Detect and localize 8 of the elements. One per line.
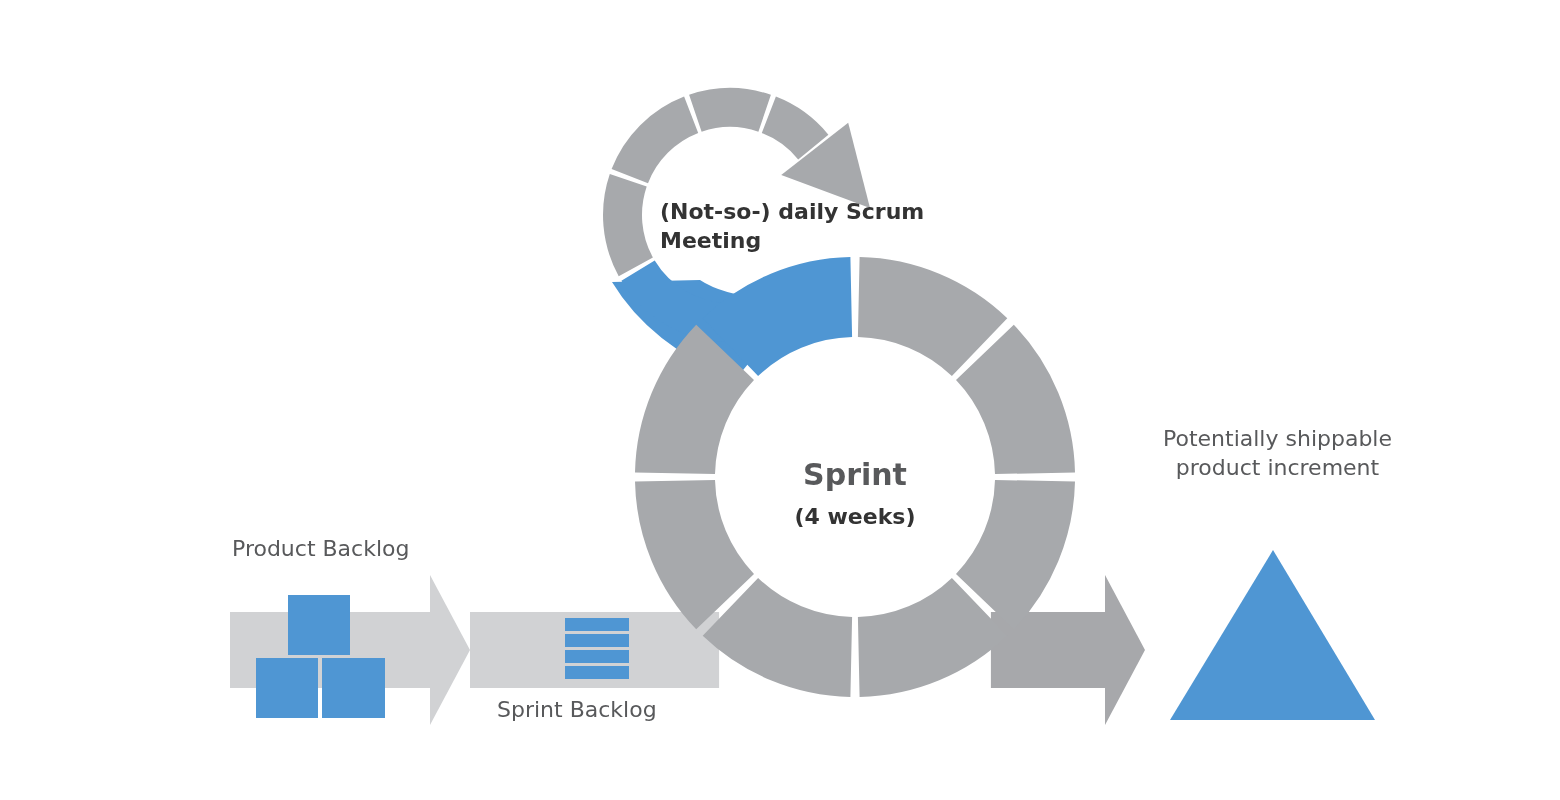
node-label: (Not-so-) daily Scrum Meeting	[660, 198, 926, 255]
node-label: Sprint Backlog	[497, 696, 657, 724]
arrow	[420, 575, 470, 725]
sprint-title: Sprint	[802, 456, 908, 494]
node-label: Potentially shippable product increment	[1161, 425, 1393, 482]
arrow	[990, 575, 1145, 725]
sprint-duration: (4 weeks)	[793, 503, 917, 531]
node-label: Product Backlog	[232, 535, 410, 563]
